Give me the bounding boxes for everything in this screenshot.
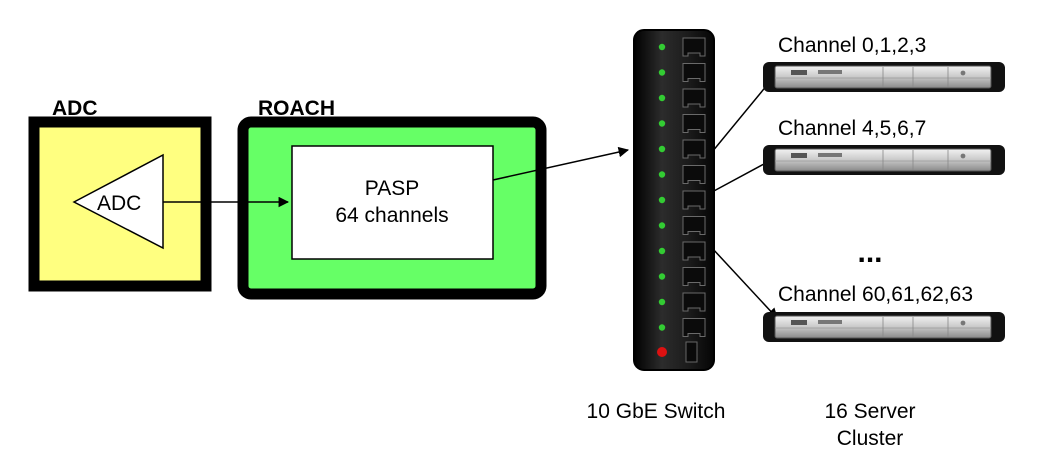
pasp-to-switch-arrow <box>492 146 630 181</box>
port-led-icon <box>658 69 666 76</box>
cluster-label-line2: Cluster <box>837 427 904 450</box>
ethernet-port-icon <box>682 318 706 337</box>
server-label-2: Channel 4,5,6,7 <box>778 117 926 140</box>
ethernet-port-icon <box>682 165 706 184</box>
port-led-icon <box>658 196 666 204</box>
port-led-icon <box>658 324 666 331</box>
ethernet-port-icon <box>682 63 706 82</box>
adc-block: ADC ADC <box>28 97 212 292</box>
port-led-icon <box>658 247 666 255</box>
port-led-icon <box>658 145 666 153</box>
roach-title: ROACH <box>258 97 335 120</box>
port-led-icon <box>658 43 666 51</box>
cluster-label-line1: 16 Server <box>824 400 915 423</box>
roach-block: ROACH PASP 64 channels <box>237 97 547 300</box>
port-led-icon <box>658 94 666 102</box>
port-led-icon <box>658 222 666 229</box>
pasp-channels: 64 channels <box>335 204 448 227</box>
ethernet-port-icon <box>682 267 706 286</box>
ethernet-port-icon <box>682 88 706 108</box>
pasp-box <box>291 145 494 260</box>
server-unit-1 <box>763 62 1005 92</box>
server-unit-2 <box>763 145 1005 175</box>
switch-label: 10 GbE Switch <box>587 400 726 423</box>
server-unit-3 <box>763 312 1005 342</box>
ethernet-port-icon <box>682 216 706 235</box>
server-cluster: Channel 0,1,2,3 Channel 4,5,6,7 Channel … <box>763 34 1005 450</box>
port-led-icon <box>658 298 666 306</box>
switch-port-column <box>658 37 706 337</box>
adc-title: ADC <box>52 97 98 120</box>
switch-to-server-3-arrow <box>711 247 778 319</box>
ethernet-port-icon <box>682 190 706 210</box>
server-label-3: Channel 60,61,62,63 <box>778 283 973 306</box>
ethernet-port-icon <box>682 114 706 133</box>
usb-port-icon <box>685 341 698 363</box>
server-label-1: Channel 0,1,2,3 <box>778 34 926 57</box>
port-led-icon <box>658 171 666 178</box>
port-led-icon <box>658 120 666 127</box>
ethernet-port-icon <box>682 241 706 261</box>
ethernet-port-icon <box>682 139 706 159</box>
power-led-icon <box>657 347 667 357</box>
ethernet-port-icon <box>682 292 706 312</box>
port-led-icon <box>658 273 666 280</box>
switch: 10 GbE Switch <box>587 29 726 423</box>
adc-inner-label: ADC <box>97 192 141 215</box>
ethernet-port-icon <box>682 37 706 57</box>
pasp-title: PASP <box>365 177 419 200</box>
ellipsis: ... <box>857 236 882 269</box>
